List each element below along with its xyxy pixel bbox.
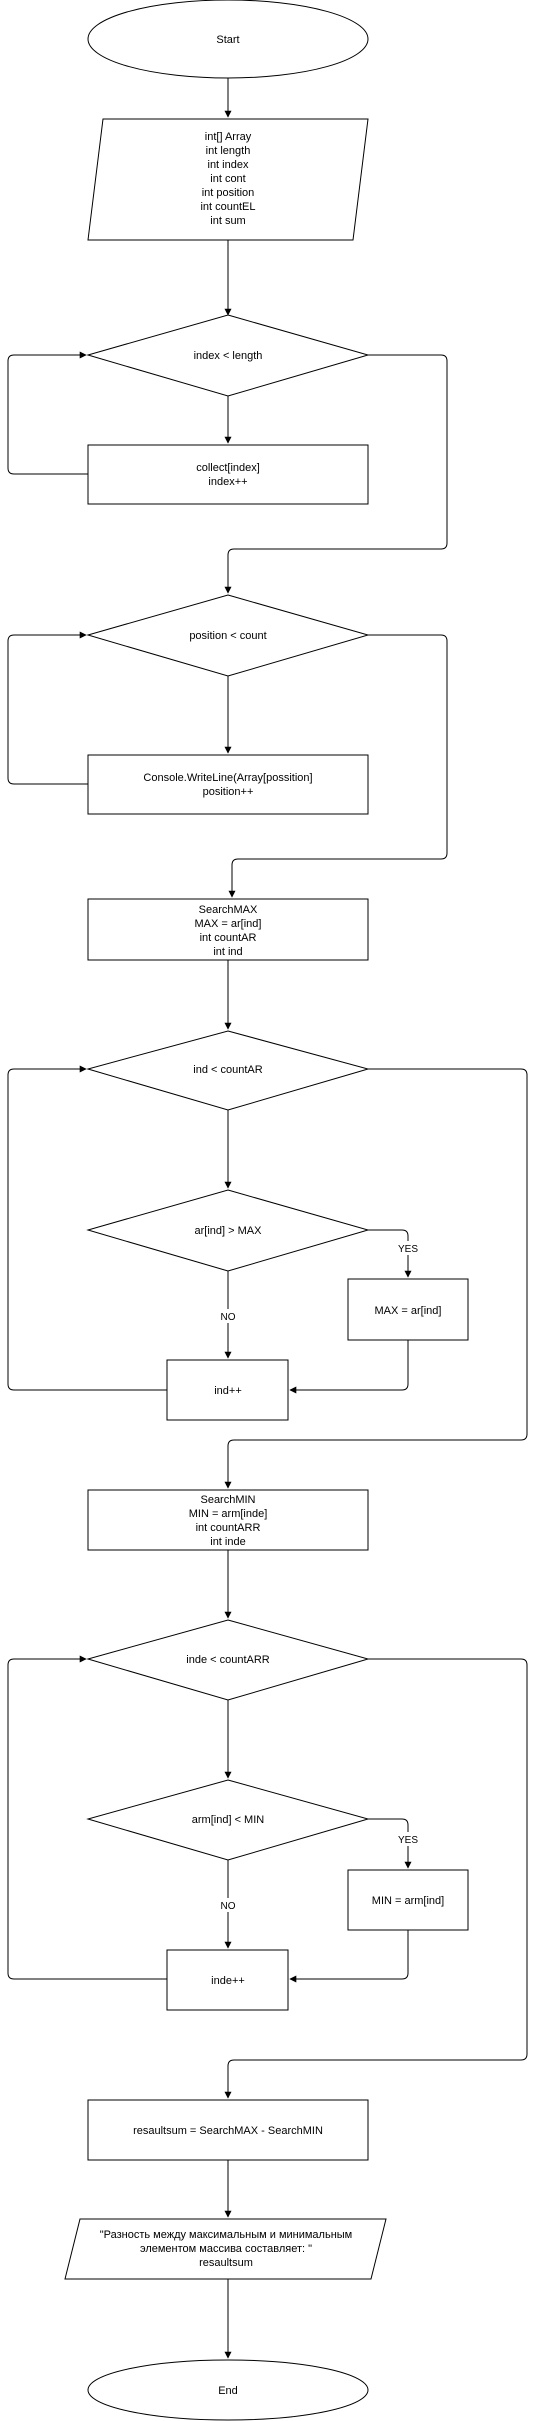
decl-line: int countEL [200,201,255,213]
min-init-line: int inde [210,1536,245,1548]
decl-line: int position [202,187,255,199]
max-check-label: ar[ind] > MAX [195,1225,263,1237]
decl-line: int length [206,145,251,157]
max-increment-node: ind++ [166,1359,289,1421]
max-assign-node: MAX = ar[ind] [347,1278,469,1341]
edge-loop1-body-back [7,351,88,475]
connectors [7,78,528,2359]
decl-line: int cont [210,173,245,185]
output-line: "Разность между максимальным и минимальн… [100,2229,353,2241]
min-no-label-group: NO [216,1898,240,1912]
edge-loop2-body-back [7,631,88,785]
loop2-body-line: Console.WriteLine(Array[possition] [143,772,312,784]
min-no-label: NO [221,1901,236,1912]
max-yes-label: YES [398,1244,418,1255]
loop1-body-line: collect[index] [196,462,260,474]
min-check-node: arm[ind] < MIN [86,1779,370,1861]
edge-maxassign-to-inc [289,1340,409,1394]
start-node: Start [87,0,369,79]
loop2-condition-label: position < count [189,630,266,642]
loop3-condition-label: ind < countAR [193,1064,262,1076]
start-label: Start [216,34,239,46]
min-init-node: SearchMIN MIN = arm[inde] int countARR i… [87,1489,369,1551]
max-no-label-group: NO [216,1309,240,1323]
edge-loop4-inc-back [7,1655,167,1980]
output-node: "Разность между максимальным и минимальн… [64,2218,387,2280]
max-init-line: int countAR [200,932,257,944]
edge-loop3-exit [224,1068,528,1489]
edge-loop4-exit [224,1658,528,2099]
max-init-line: int ind [213,946,242,958]
min-assign-node: MIN = arm[ind] [347,1869,469,1931]
max-init-line: SearchMAX [199,904,258,916]
result-calc-node: resaultsum = SearchMAX - SearchMIN [87,2099,369,2161]
min-init-line: SearchMIN [200,1494,255,1506]
end-node: End [87,2359,369,2421]
edge-minassign-to-inc [289,1930,409,1983]
result-calc-label: resaultsum = SearchMAX - SearchMIN [133,2125,323,2137]
loop3-condition-node: ind < countAR [86,1030,370,1111]
min-init-line: int countARR [196,1522,261,1534]
loop2-body-line: position++ [203,786,254,798]
max-init-line: MAX = ar[ind] [195,918,262,930]
max-check-node: ar[ind] > MAX [86,1189,370,1272]
max-no-label: NO [221,1312,236,1323]
loop1-condition-node: index < length [86,314,370,397]
min-init-line: MIN = arm[inde] [189,1508,268,1520]
max-init-node: SearchMAX MAX = ar[ind] int countAR int … [87,898,369,961]
edge-loop2-exit [228,634,448,898]
edge-mincheck-yes [368,1818,412,1869]
max-yes-label-group: YES [393,1241,423,1255]
min-increment-label: inde++ [211,1975,245,1987]
loop2-condition-node: position < count [86,594,370,677]
min-check-label: arm[ind] < MIN [192,1814,264,1826]
min-yes-label-group: YES [393,1832,423,1846]
declarations-node: int[] Array int length int index int con… [87,118,369,241]
max-assign-label: MAX = ar[ind] [375,1305,442,1317]
min-assign-label: MIN = arm[ind] [372,1895,444,1907]
loop1-body-node: collect[index] index++ [87,444,369,505]
min-increment-node: inde++ [166,1949,289,2011]
min-yes-label: YES [398,1835,418,1846]
decl-line: int[] Array [205,131,252,143]
decl-line: int index [208,159,249,171]
edge-maxcheck-yes [368,1229,412,1278]
edge-loop3-inc-back [7,1065,167,1391]
max-increment-label: ind++ [214,1385,242,1397]
output-line: элементом массива составляет: " [140,2243,312,2255]
loop1-body-line: index++ [208,476,247,488]
loop4-condition-label: inde < countARR [186,1654,270,1666]
decl-line: int sum [210,215,245,227]
loop1-condition-label: index < length [194,350,263,362]
edge-loop1-exit [224,354,448,594]
end-label: End [218,2385,238,2397]
output-line: resaultsum [199,2257,253,2269]
loop2-body-node: Console.WriteLine(Array[possition] posit… [87,754,369,815]
loop4-condition-node: inde < countARR [86,1619,370,1701]
